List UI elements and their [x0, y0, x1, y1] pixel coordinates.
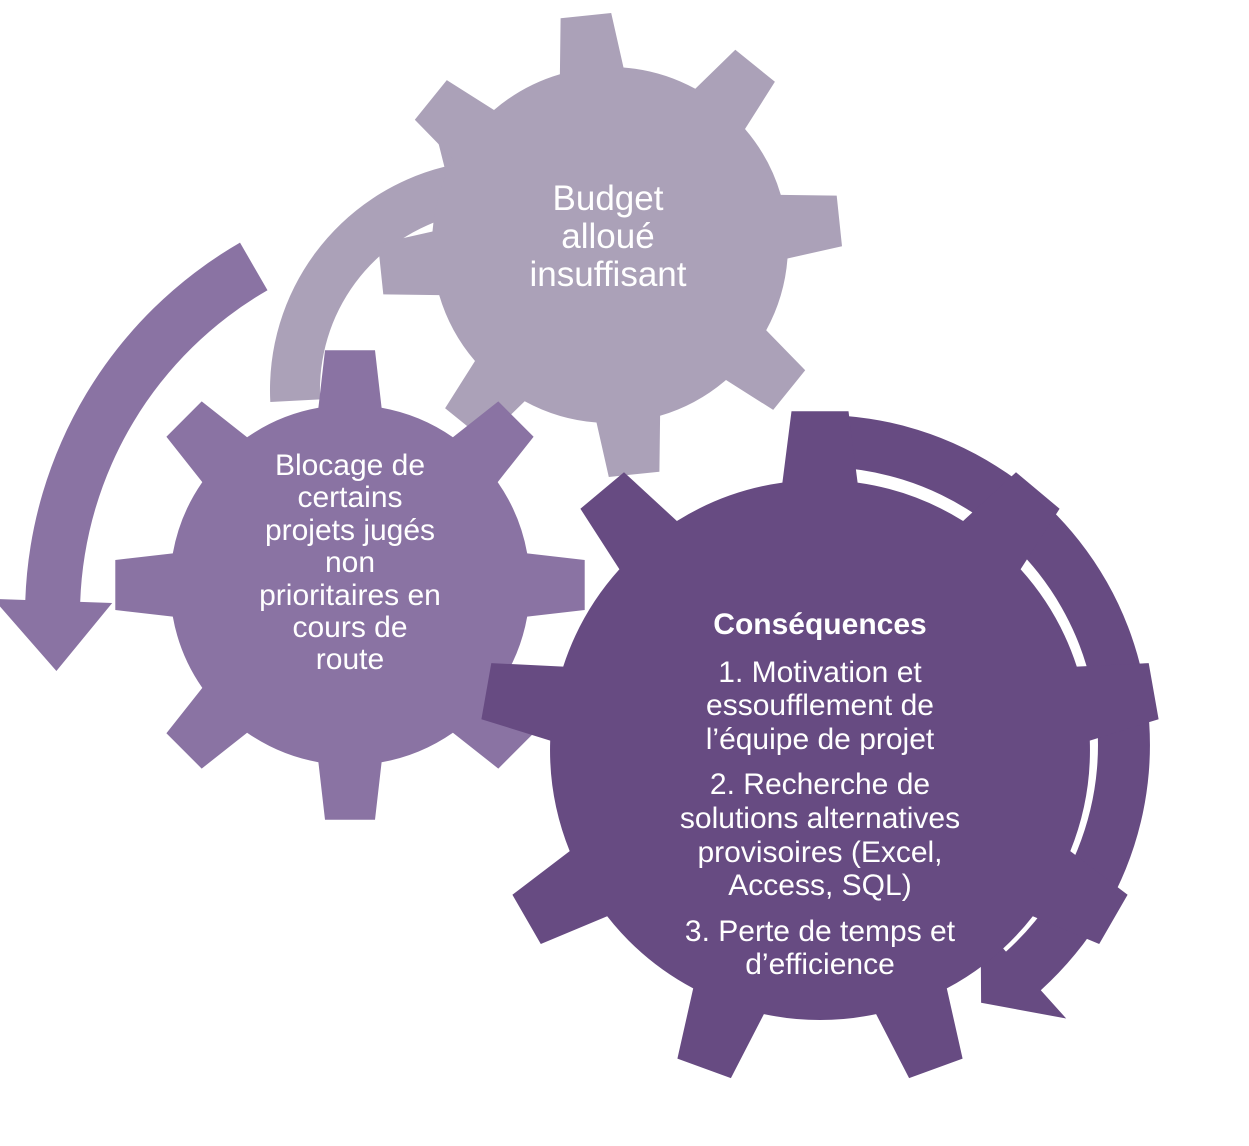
consequence-line: d’efficience: [745, 948, 895, 982]
consequence-item: 1. Motivation et essoufflement de l’équi…: [610, 656, 1030, 757]
consequence-line: Access, SQL): [728, 869, 912, 903]
consequences-title: Conséquences: [713, 608, 927, 641]
gear-consequences: [481, 411, 1159, 1079]
budget-label: Budget alloué insuffisant: [488, 180, 728, 293]
curved-arrow-left: [0, 242, 268, 671]
consequence-line: l’équipe de projet: [705, 722, 935, 756]
consequence-item: 3. Perte de temps et d’efficience: [610, 915, 1030, 982]
consequence-line: 2. Recherche de: [709, 768, 931, 802]
consequence-line: 1. Motivation et: [718, 655, 922, 689]
consequence-line: 3. Perte de temps et: [684, 914, 956, 948]
curved-arrow-right: [820, 415, 1150, 1019]
blocage-label-line: prioritaires en: [259, 578, 441, 612]
blocage-label-line: certains: [297, 481, 403, 515]
budget-label-line: alloué: [561, 216, 655, 256]
blocage-label-line: route: [315, 643, 385, 677]
blocage-label-line: projets jugés: [264, 513, 436, 547]
blocage-label-line: non: [324, 546, 376, 580]
budget-label-line: insuffisant: [529, 254, 687, 294]
consequence-line: essoufflement de: [706, 689, 934, 723]
curved-arrow-top: [269, 135, 493, 403]
blocage-label-line: cours de: [292, 610, 408, 644]
gear-budget: [378, 13, 842, 477]
gear-blocage: [115, 350, 585, 820]
blocage-label: Blocage de certains projets jugés non pr…: [210, 449, 490, 677]
consequence-item: 2. Recherche de solutions alternatives p…: [610, 768, 1030, 902]
consequences-label: Conséquences 1. Motivation et essoufflem…: [610, 608, 1030, 994]
consequence-line: provisoires (Excel,: [697, 835, 943, 869]
budget-label-line: Budget: [552, 179, 664, 218]
consequence-line: solutions alternatives: [679, 801, 961, 835]
blocage-label-line: Blocage de: [274, 449, 426, 482]
